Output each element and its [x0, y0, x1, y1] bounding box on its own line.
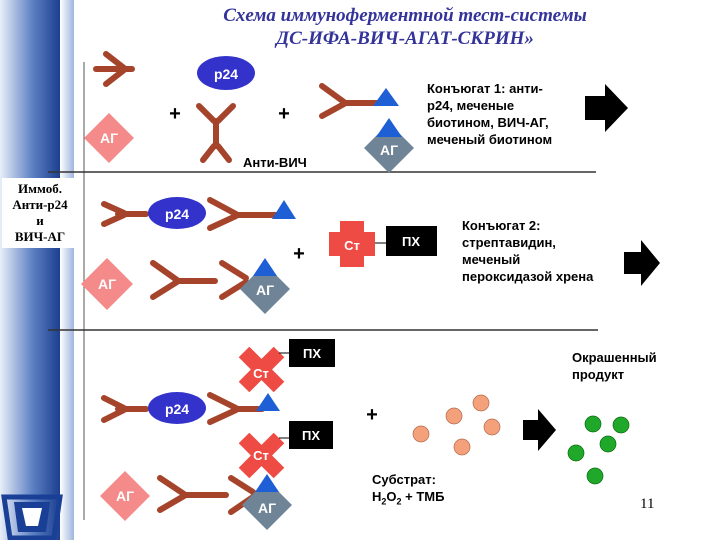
substrate-dot [453, 438, 471, 456]
title-line-2: ДС-ИФА-ВИЧ-АГАТ-СКРИН» [276, 28, 534, 49]
product-dot [612, 416, 630, 434]
substrate-note: Субстрат: H2O2 + ТМБ [372, 471, 444, 511]
st-label: Ст [253, 366, 269, 381]
immobilized-antibody-5 [157, 475, 256, 515]
conjugate1-antibody [319, 83, 385, 119]
streptavidin-cross-1: Ст [329, 221, 375, 267]
svg-text:+: + [278, 103, 290, 125]
left-decor-band [0, 0, 60, 540]
immobilized-label: Иммоб. Анти-р24 и ВИЧ-АГ [2, 178, 78, 248]
product-dot [567, 444, 585, 462]
p24-label: р24 [214, 66, 238, 82]
anti-hiv-antibody [196, 103, 236, 163]
ag-label: АГ [98, 276, 116, 292]
anti-hiv-label: Анти-ВИЧ [243, 155, 307, 170]
ag-diamond-3: АГ [100, 471, 150, 521]
plus-sign-3: + [293, 243, 305, 265]
product-dot [599, 435, 617, 453]
immobilized-antibody-3 [150, 260, 249, 300]
px-label: ПХ [302, 428, 320, 443]
detector-antibody-3a [207, 392, 265, 425]
immobilized-antibody-2 [101, 201, 149, 227]
page-number: 11 [640, 496, 655, 512]
ag-diamond-biotin-3: АГ [242, 474, 292, 530]
plus-sign-4: + [366, 404, 378, 426]
p24-antigen-1: р24 [197, 56, 255, 90]
svg-text:+: + [293, 243, 305, 265]
side-label-line-1: Иммоб. [18, 181, 62, 196]
side-label-line-4: ВИЧ-АГ [14, 229, 66, 244]
p24-label: р24 [165, 401, 189, 417]
substrate-dot [472, 394, 490, 412]
conjugate1-note: Конъюгат 1: анти- р24, меченые биотином,… [427, 81, 553, 147]
logo-emblem [1, 494, 63, 540]
p24-label: р24 [165, 206, 189, 222]
svg-text:+: + [366, 404, 378, 426]
biotin-triangle-2 [272, 200, 296, 219]
title-line-1: Схема иммуноферментной тест-системы [223, 5, 587, 26]
arrow-right-1 [585, 84, 628, 132]
ag-label: АГ [256, 282, 274, 298]
product-dot [584, 415, 602, 433]
biotin-triangle-3 [256, 393, 280, 411]
ag-diamond-1: АГ [84, 113, 134, 163]
px-label: ПХ [402, 234, 420, 249]
streptavidin-x-1 [238, 346, 285, 393]
arrow-right-3 [523, 409, 556, 451]
svg-text:+: + [169, 103, 181, 125]
left-decor-band-inner [60, 0, 74, 540]
st-label: Ст [253, 448, 269, 463]
ag-diamond-biotin-2: АГ [240, 258, 290, 314]
side-label-line-2: Анти-р24 [12, 197, 68, 212]
substrate-dot [412, 425, 430, 443]
side-label-line-3: и [36, 213, 44, 228]
st-label: Ст [344, 238, 360, 253]
ag-label: АГ [380, 142, 398, 158]
ag-diamond-biotin-1: АГ [364, 118, 414, 173]
ag-diamond-2: АГ [81, 258, 133, 310]
peroxidase-box-3: ПХ [289, 421, 333, 449]
detector-antibody-2a [207, 197, 281, 231]
p24-antigen-3: р24 [148, 392, 206, 424]
substrate-dot [445, 407, 463, 425]
plus-sign-2: + [278, 103, 290, 125]
peroxidase-box-1: ПХ [386, 226, 437, 256]
product-dot [586, 467, 604, 485]
colored-product-note: Окрашенный продукт [572, 350, 657, 382]
arrow-right-2 [624, 240, 660, 286]
peroxidase-box-2: ПХ [289, 339, 335, 367]
immobilized-antibody-1 [93, 51, 135, 87]
biotin-triangle-1 [373, 88, 399, 106]
substrate-dots [412, 394, 501, 456]
immobilized-antibody-4 [101, 395, 149, 423]
ag-label: АГ [258, 500, 276, 516]
conjugate2-note: Конъюгат 2: стрептавидин, меченый перокс… [462, 218, 594, 284]
substrate-formula: H2O2 + ТМБ [372, 489, 445, 507]
streptavidin-x-2 [238, 432, 285, 479]
px-label: ПХ [303, 346, 321, 361]
svg-text:Анти-ВИЧ: Анти-ВИЧ [243, 155, 307, 170]
product-dots [567, 415, 630, 485]
plus-sign-1: + [169, 103, 181, 125]
p24-antigen-2: р24 [148, 197, 206, 229]
ag-label: АГ [100, 130, 118, 146]
substrate-label: Субстрат: [372, 472, 436, 487]
substrate-dot [483, 418, 501, 436]
ag-label: АГ [116, 488, 134, 504]
